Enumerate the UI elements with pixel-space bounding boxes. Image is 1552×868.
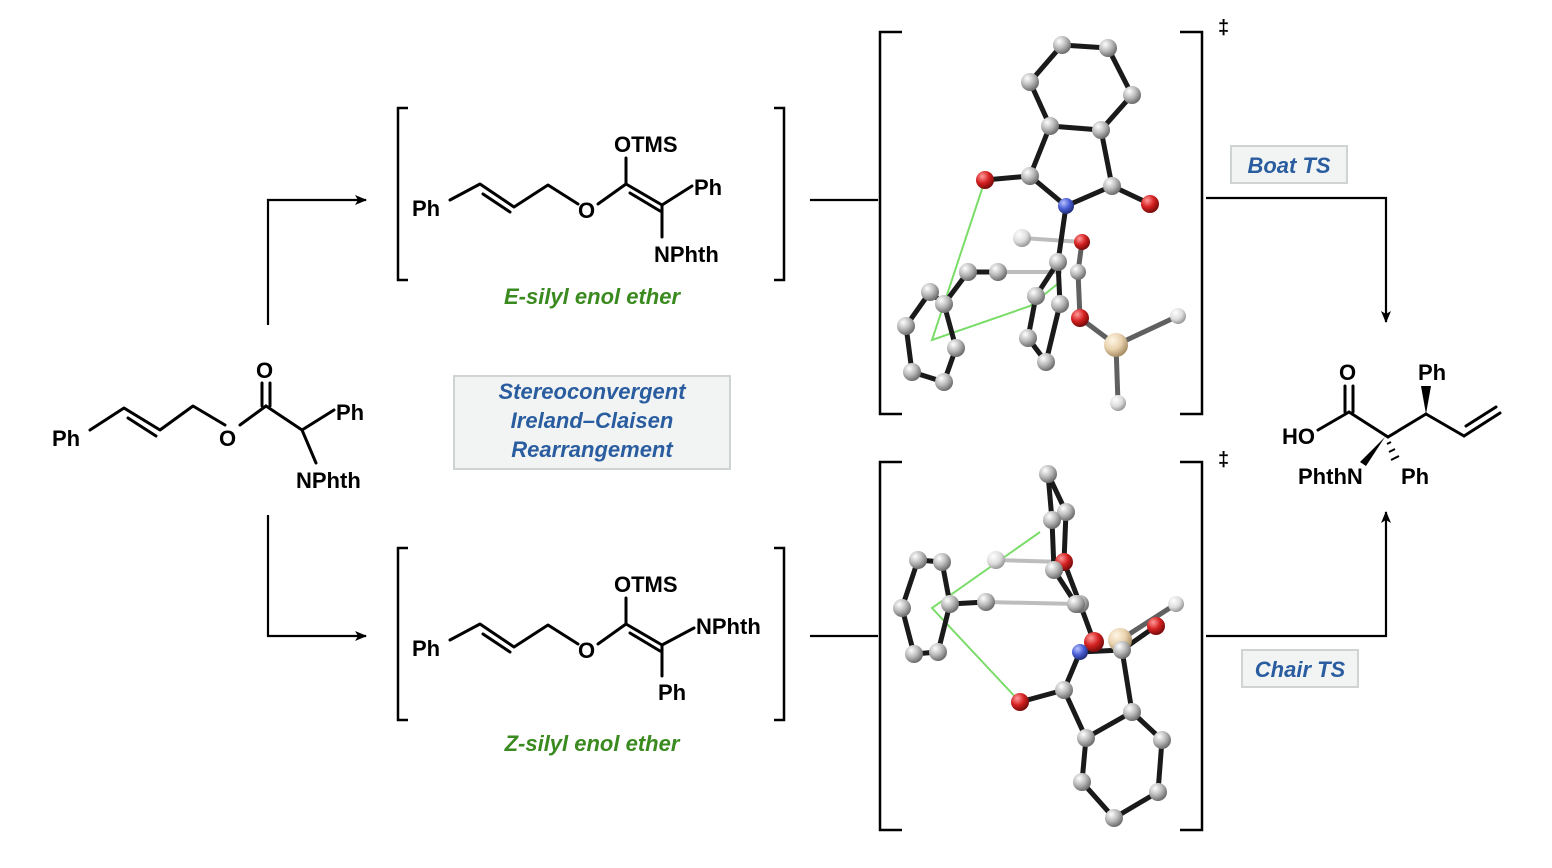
chair-bracket-right: [1180, 460, 1204, 832]
boat-oxygen-left: [976, 171, 994, 189]
z-bracket-left: [396, 546, 408, 722]
e-nphth: NPhth: [654, 242, 719, 267]
sm-ester-oxygen: O: [219, 426, 236, 451]
z-enol-double-b: [628, 631, 662, 653]
e-bracket-left: [396, 106, 408, 282]
boat-bracket-right: [1180, 30, 1204, 416]
sm-alkene-double-bond: [126, 416, 158, 438]
boat-interaction-lines: [930, 179, 1061, 342]
chair-nitrogen: [1072, 644, 1088, 660]
e-o-c-bond: [596, 182, 628, 206]
sm-c-n-bond: [300, 428, 318, 465]
z-ph-bottom: Ph: [658, 680, 686, 705]
chair-oxygen-right: [1147, 617, 1165, 635]
product-carbonyl-oxygen: O: [1339, 360, 1356, 385]
boat-bracket-left: [878, 30, 902, 416]
sm-ph-alpha: Ph: [336, 400, 364, 425]
e-silyl-enol-ether: Ph O OTMS Ph NPhth E-silyl enol ether: [396, 106, 786, 309]
box-line-3: Rearrangement: [511, 437, 674, 462]
chair-ts-model: ‡: [878, 449, 1229, 832]
product-vinyl-1: [1424, 412, 1466, 438]
boat-oxygen-right: [1141, 195, 1159, 213]
z-nphth: NPhth: [696, 614, 761, 639]
arrow-to-e-enol: [266, 195, 367, 325]
arrow-boat-to-product: [1206, 196, 1391, 323]
sm-alpha-bonds: [264, 404, 336, 432]
z-caption: Z-silyl enol ether: [504, 731, 681, 756]
sm-o-c-bond: [238, 404, 268, 427]
e-enol-double-b: [628, 191, 662, 213]
z-otms: OTMS: [614, 572, 678, 597]
z-alkene-double: [481, 632, 512, 654]
product-wedge-n: [1360, 437, 1385, 466]
boat-ts-label: Boat TS: [1247, 153, 1330, 178]
product-hash-ph: [1386, 441, 1400, 461]
product-c-calpha: [1347, 410, 1390, 439]
stereoconvergent-box: Stereoconvergent Ireland–Claisen Rearran…: [453, 375, 731, 470]
product-ph-right: Ph: [1401, 464, 1429, 489]
box-line-1: Stereoconvergent: [498, 379, 687, 404]
sm-cinnamyl-chain: [88, 404, 227, 432]
sm-nphth: NPhth: [296, 468, 361, 493]
chair-oxygen-left: [1011, 693, 1029, 711]
chair-ts-label-group: Chair TS: [1241, 649, 1359, 688]
z-o-c-bond: [596, 622, 628, 646]
boat-atoms: [897, 36, 1186, 411]
e-chain: [448, 182, 580, 209]
arrow-chair-to-product: [1206, 511, 1391, 638]
product-vinyl-double: [1464, 405, 1498, 428]
stereoconvergent-box-bg: [453, 375, 731, 470]
chair-dagger: ‡: [1218, 449, 1229, 471]
z-bracket-right: [774, 546, 786, 722]
e-c-ph-bond: [660, 184, 694, 207]
z-ph-left: Ph: [412, 636, 440, 661]
z-silyl-enol-ether: Ph O OTMS NPhth Ph Z-silyl enol ether: [396, 546, 786, 756]
product: O HO PhthN Ph Ph: [1282, 360, 1502, 489]
e-caption: E-silyl enol ether: [504, 284, 681, 309]
e-alkene-double: [481, 192, 512, 214]
chair-ts-label: Chair TS: [1255, 657, 1346, 682]
e-bracket-right: [774, 106, 786, 282]
e-ether-oxygen: O: [578, 198, 595, 223]
e-otms: OTMS: [614, 132, 678, 157]
arrow-to-z-enol: [266, 515, 367, 641]
starting-material: Ph O O Ph NPhth: [52, 358, 364, 493]
branch-arrows: [266, 195, 367, 641]
sm-ph-left: Ph: [52, 426, 80, 451]
boat-ts-label-bg: [1230, 145, 1348, 184]
chair-atoms: [893, 465, 1184, 827]
product-calpha-cbeta: [1386, 412, 1428, 439]
boat-silicon: [1104, 333, 1128, 357]
product-phthn: PhthN: [1298, 464, 1363, 489]
sm-carbonyl-oxygen: O: [256, 358, 273, 383]
product-ho-c: [1316, 410, 1351, 432]
z-c-n-bond: [660, 626, 696, 647]
chair-bracket-left: [878, 460, 902, 832]
chair-ts-label-bg: [1241, 649, 1359, 688]
boat-nitrogen: [1058, 198, 1074, 214]
product-vinyl-2: [1462, 411, 1502, 438]
boat-ts-label-group: Boat TS: [1230, 145, 1348, 184]
z-enol-double-a: [624, 622, 664, 647]
box-line-2: Ireland–Claisen: [511, 408, 674, 433]
e-ph-right: Ph: [694, 175, 722, 200]
boat-ts-model: ‡: [878, 17, 1229, 416]
boat-dagger: ‡: [1218, 17, 1229, 39]
product-ho: HO: [1282, 424, 1315, 449]
e-ph-left: Ph: [412, 196, 440, 221]
e-enol-double-a: [624, 182, 664, 207]
product-wedge-ph: [1421, 386, 1431, 414]
z-ether-oxygen: O: [578, 638, 595, 663]
product-ph-top: Ph: [1418, 360, 1446, 385]
z-chain: [448, 622, 580, 649]
